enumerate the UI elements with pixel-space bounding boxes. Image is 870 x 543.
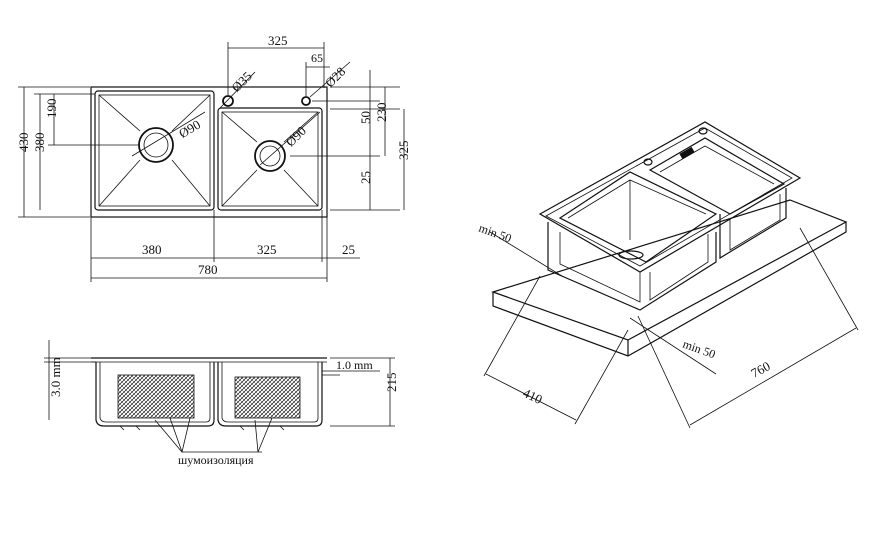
left-drain-inner (143, 132, 169, 158)
soundproofing-right (234, 376, 301, 419)
dim-min50-top: min 50 (477, 221, 513, 246)
iso-view: min 50 min 50 410 760 (477, 121, 859, 429)
left-bowl-inner (98, 94, 211, 207)
right-bowl-inner (221, 111, 319, 207)
right-bowl-fold (283, 111, 319, 143)
dim-bottom-380: 380 (142, 242, 162, 257)
dim-bottom-780: 780 (198, 262, 218, 277)
right-bowl-fold (283, 169, 319, 207)
top-view: 325 65 Ø35 Ø28 Ø90 Ø90 430 380 190 50 23… (16, 33, 411, 282)
tap-hole-28 (301, 96, 311, 106)
dim-width-760: 760 (748, 358, 772, 380)
right-drain-inner (259, 145, 281, 167)
dim-left-190: 190 (44, 99, 59, 119)
left-bowl-outer (94, 90, 215, 211)
top-view-outline (90, 86, 328, 218)
sink-rim (538, 121, 802, 273)
iso-tap-hole (643, 158, 653, 166)
dim-right-50: 50 (358, 111, 373, 124)
dim-right-25: 25 (358, 171, 373, 184)
dim-min50-bottom: min 50 (681, 337, 717, 362)
dim-d90-left: Ø90 (176, 117, 203, 141)
soundproofing-left (117, 374, 195, 419)
dim-left-380: 380 (32, 133, 47, 153)
right-bowl-fold (221, 111, 258, 143)
dim-height: 215 (384, 373, 399, 393)
dim-top-325: 325 (268, 33, 288, 48)
countertop (491, 199, 848, 341)
tap-hole-35 (222, 95, 234, 107)
right-drain (254, 140, 286, 172)
section-left-bowl (95, 362, 215, 427)
dim-thickness: 3.0 mm (48, 357, 63, 397)
soundproofing-label: шумоизоляция (178, 453, 254, 467)
dim-top-65: 65 (311, 51, 323, 65)
iso-tap-hole (698, 127, 708, 135)
iso-large-bowl (558, 171, 718, 263)
brand-logo (679, 146, 695, 160)
iso-drain (618, 250, 644, 260)
iso-large-bowl-body (547, 222, 717, 311)
section-view: 3.0 mm 1.0 mm 215 шумоизоляция (44, 340, 399, 467)
left-bowl-fold (98, 94, 141, 132)
left-bowl-fold (171, 159, 211, 207)
iso-small-bowl (648, 137, 786, 215)
dim-bottom-325: 325 (257, 242, 277, 257)
left-bowl-fold (171, 94, 211, 132)
right-bowl-fold (221, 169, 258, 207)
dim-right-230: 230 (374, 103, 389, 123)
dim-left-430: 430 (16, 133, 31, 153)
section-right-bowl (217, 362, 323, 427)
dim-d35: Ø35 (228, 68, 254, 94)
dim-wall: 1.0 mm (336, 358, 373, 372)
left-bowl-fold (98, 159, 141, 207)
dim-right-325: 325 (396, 141, 411, 161)
dim-d90-right: Ø90 (283, 123, 309, 149)
dim-bottom-25: 25 (342, 242, 355, 257)
dim-d28: Ø28 (322, 64, 348, 90)
right-bowl-outer (217, 107, 323, 211)
dim-depth-410: 410 (521, 385, 545, 407)
